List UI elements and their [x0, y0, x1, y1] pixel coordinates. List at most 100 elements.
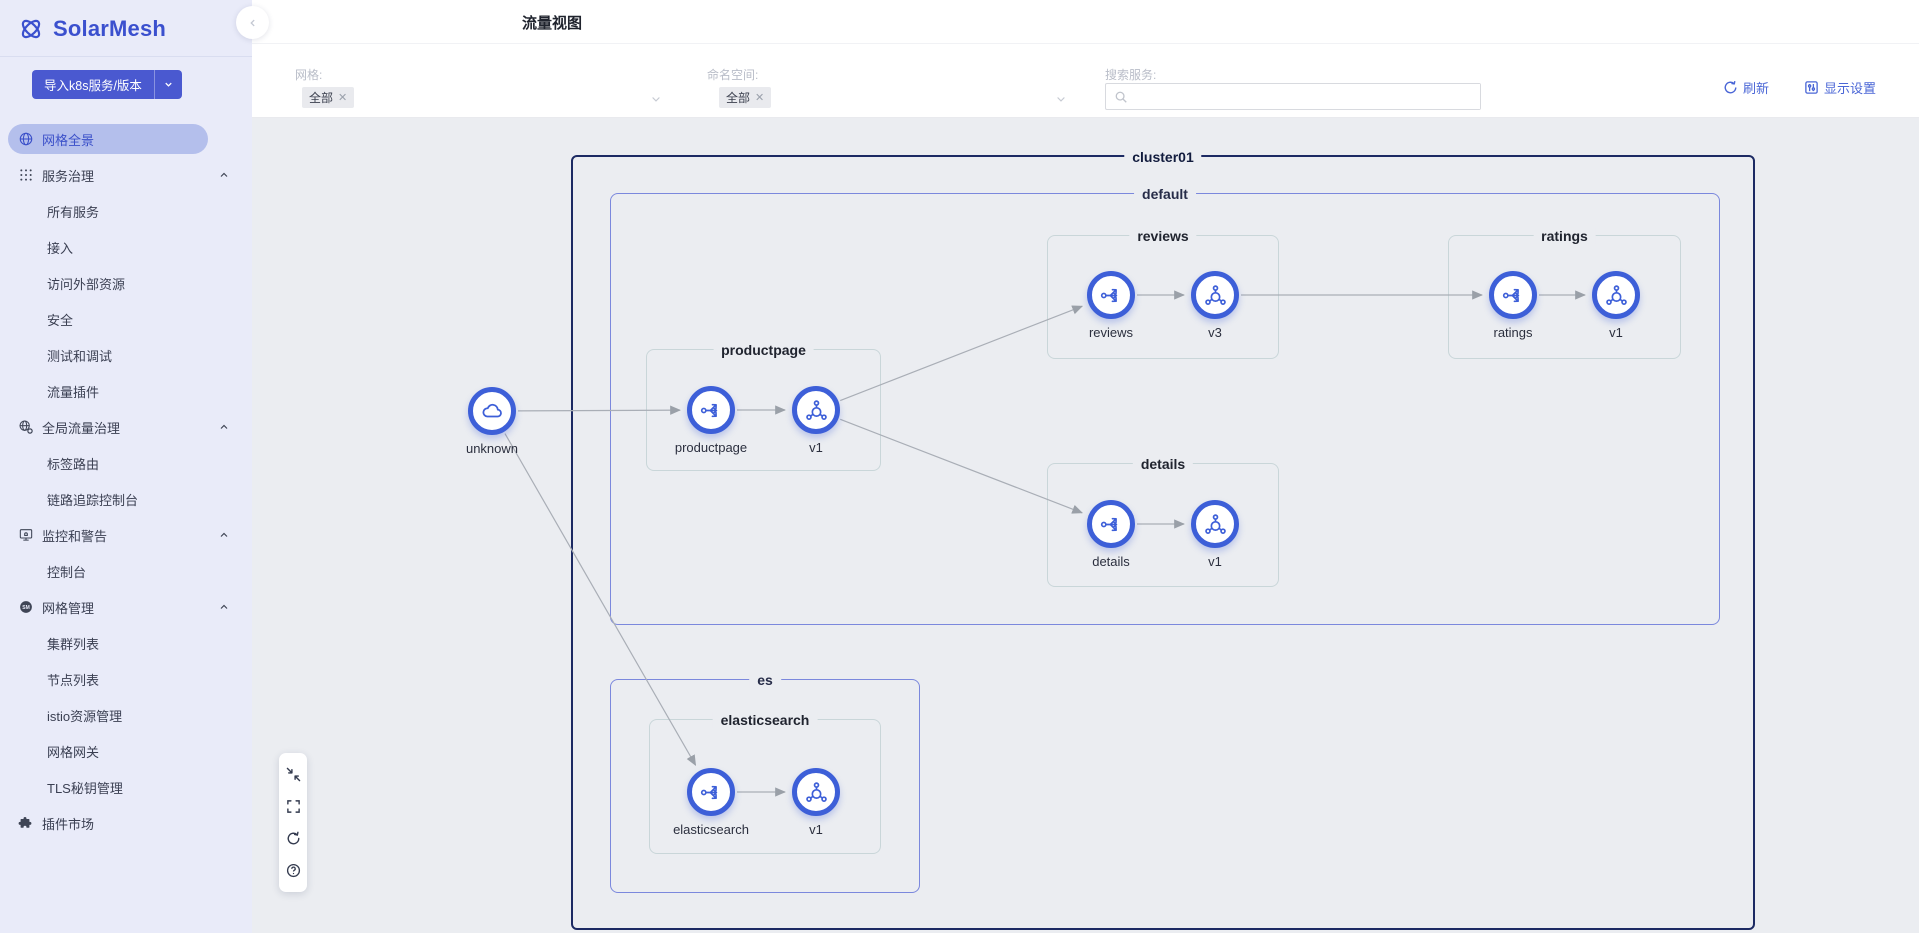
search-service-label: 搜索服务:	[1105, 68, 1157, 82]
version-icon	[1604, 283, 1629, 308]
version-icon	[1203, 283, 1228, 308]
search-service-input[interactable]	[1134, 84, 1480, 109]
sidebar-item-8[interactable]: 全局流量治理	[0, 409, 252, 445]
sidebar-item-11[interactable]: 监控和警告	[0, 517, 252, 553]
sidebar-subitem-9[interactable]: 标签路由	[0, 445, 252, 481]
chevron-down-icon[interactable]	[153, 70, 182, 99]
service-icon	[699, 780, 724, 805]
sidebar-item-0[interactable]: 网格全景	[0, 121, 252, 157]
version-icon	[804, 398, 829, 423]
sidebar-menu: 网格全景服务治理所有服务接入访问外部资源安全测试和调试流量插件全局流量治理标签路…	[0, 121, 252, 841]
import-k8s-button[interactable]: 导入k8s服务/版本	[32, 70, 182, 99]
sidebar-subitem-15[interactable]: 节点列表	[0, 661, 252, 697]
monitor-icon	[18, 527, 34, 543]
sidebar-subitem-7[interactable]: 流量插件	[0, 373, 252, 409]
remove-tag-icon[interactable]: ✕	[338, 92, 348, 104]
sidebar-subitem-18[interactable]: TLS秘钥管理	[0, 769, 252, 805]
chevron-down-icon[interactable]	[1055, 92, 1067, 104]
header-bar: 流量视图 A	[252, 0, 1919, 44]
sidebar-subitem-16[interactable]: istio资源管理	[0, 697, 252, 733]
sidebar: SolarMesh 导入k8s服务/版本 网格全景服务治理所有服务接入访问外部资…	[0, 0, 252, 933]
sidebar-item-label: 节点列表	[47, 672, 100, 688]
graph-node-elasticsearch[interactable]	[687, 768, 735, 816]
fullscreen-icon[interactable]	[286, 799, 301, 814]
node-label-reviews: reviews	[1088, 325, 1134, 340]
sidebar-subitem-4[interactable]: 访问外部资源	[0, 265, 252, 301]
node-label-elasticsearch-v1: v1	[809, 822, 823, 837]
group-label: details	[1132, 456, 1194, 472]
sidebar-subitem-5[interactable]: 安全	[0, 301, 252, 337]
service-icon	[699, 398, 724, 423]
chevron-up-icon[interactable]	[218, 421, 230, 433]
graph-toolbar	[279, 753, 307, 892]
group-box-ratings: ratings	[1448, 228, 1681, 359]
sidebar-item-label: 控制台	[47, 564, 87, 580]
namespace-box-es: es	[610, 672, 920, 893]
chevron-up-icon[interactable]	[218, 169, 230, 181]
globe-icon	[18, 131, 34, 147]
graph-node-productpage[interactable]	[687, 386, 735, 434]
sidebar-subitem-12[interactable]: 控制台	[0, 553, 252, 589]
chevron-up-icon[interactable]	[218, 601, 230, 613]
compress-icon[interactable]	[286, 767, 301, 782]
graph-node-elasticsearch-v1[interactable]	[792, 768, 840, 816]
graph-node-reviews-v3[interactable]	[1191, 271, 1239, 319]
sidebar-item-label: 插件市场	[42, 816, 95, 832]
version-icon	[804, 780, 829, 805]
sidebar-item-label: 集群列表	[47, 636, 100, 652]
display-settings-button[interactable]: 显示设置	[1804, 78, 1876, 97]
graph-node-productpage-v1[interactable]	[792, 386, 840, 434]
service-icon	[1099, 512, 1124, 537]
chevron-down-icon[interactable]	[650, 92, 662, 104]
sidebar-item-1[interactable]: 服务治理	[0, 157, 252, 193]
traffic-edges	[504, 290, 1586, 797]
graph-node-ratings[interactable]	[1489, 271, 1537, 319]
edge-unknown-to-elasticsearch	[504, 433, 697, 766]
puzzle-icon	[18, 815, 34, 831]
namespace-filter-label: 命名空间:	[707, 68, 759, 82]
svg-text:SM: SM	[22, 605, 30, 611]
version-icon	[1203, 512, 1228, 537]
help-icon[interactable]	[286, 863, 301, 878]
sidebar-subitem-14[interactable]: 集群列表	[0, 625, 252, 661]
sidebar-subitem-17[interactable]: 网格网关	[0, 733, 252, 769]
active-item-highlight	[8, 124, 208, 154]
node-label-unknown: unknown	[465, 441, 519, 456]
sidebar-item-label: 所有服务	[47, 204, 100, 220]
graph-node-reviews[interactable]	[1087, 271, 1135, 319]
sidebar-item-label: 服务治理	[42, 168, 95, 184]
graph-node-details[interactable]	[1087, 500, 1135, 548]
cluster-box-cluster01: cluster01	[571, 149, 1755, 930]
refresh-button[interactable]: 刷新	[1723, 78, 1769, 97]
sidebar-item-label: 网格网关	[47, 744, 100, 760]
sidebar-subitem-2[interactable]: 所有服务	[0, 193, 252, 229]
graph-node-ratings-v1[interactable]	[1592, 271, 1640, 319]
group-box-details: details	[1047, 456, 1279, 587]
refresh-icon	[1724, 80, 1737, 94]
namespace-label: default	[1134, 186, 1196, 202]
chevron-up-icon[interactable]	[218, 529, 230, 541]
sidebar-item-label: 链路追踪控制台	[47, 492, 139, 508]
node-label-ratings-v1: v1	[1609, 325, 1623, 340]
remove-tag-icon[interactable]: ✕	[755, 92, 765, 104]
sidebar-item-label: 网格全景	[42, 132, 95, 148]
graph-node-details-v1[interactable]	[1191, 500, 1239, 548]
search-icon	[1115, 91, 1127, 103]
sidebar-item-label: 访问外部资源	[47, 276, 126, 292]
namespace-filter-tag[interactable]: 全部 ✕	[719, 87, 772, 108]
sidebar-item-label: istio资源管理	[47, 708, 123, 724]
namespace-box-default: default	[610, 186, 1720, 625]
reload-icon[interactable]	[286, 831, 301, 846]
sidebar-subitem-6[interactable]: 测试和调试	[0, 337, 252, 373]
sidebar-item-19[interactable]: 插件市场	[0, 805, 252, 841]
mesh-filter-tag[interactable]: 全部 ✕	[302, 87, 355, 108]
group-box-elasticsearch: elasticsearch	[649, 712, 881, 854]
filter-bar: 网格: 全部 ✕ 命名空间: 全部 ✕ 搜索服务: 刷新 显示设置	[252, 44, 1919, 118]
group-label: productpage	[713, 342, 814, 358]
sidebar-subitem-10[interactable]: 链路追踪控制台	[0, 481, 252, 517]
sidebar-collapse-button[interactable]	[236, 6, 269, 39]
sidebar-subitem-3[interactable]: 接入	[0, 229, 252, 265]
graph-node-unknown[interactable]	[468, 387, 516, 435]
